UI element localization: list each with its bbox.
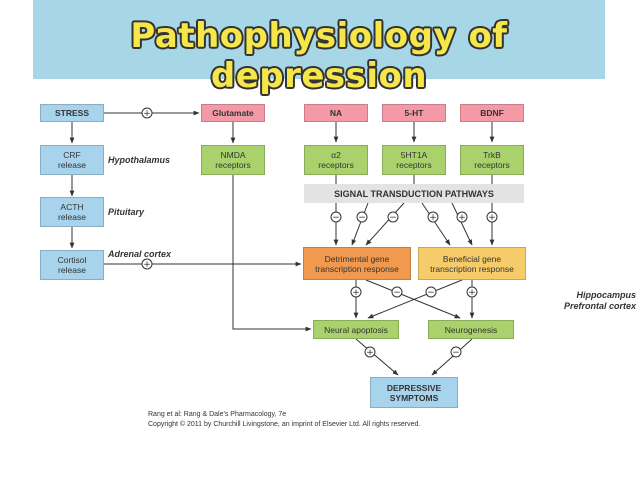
sign-signal-detrimental-2: −	[358, 213, 366, 223]
sign-signal-detrimental-2-circle	[356, 211, 368, 223]
cortisol-release-text: Cortisol release	[57, 255, 87, 275]
sign-detrimental-neurogenesis-circle	[391, 286, 403, 298]
sign-signal-beneficial-1-circle	[427, 211, 439, 223]
sign-cortisol-detrimental-circle	[141, 258, 153, 270]
sign-detrimental-apoptosis-circle	[350, 286, 362, 298]
detrimental-line2: transcription response	[315, 263, 399, 274]
5ht1a-receptors-box: 5HT1A receptors	[382, 145, 446, 175]
sign-signal-beneficial-2-circle	[456, 211, 468, 223]
sign-beneficial-apoptosis: −	[427, 288, 435, 298]
sign-signal-beneficial-2: +	[458, 213, 466, 223]
sign-signal-beneficial-3-circle	[486, 211, 498, 223]
sign-neurogenesis-symptoms: −	[452, 348, 460, 358]
title-banner: Pathophysiology of depression	[33, 0, 605, 96]
trkb-receptor-name: TrkB	[483, 150, 501, 160]
beneficial-line2: transcription response	[430, 263, 514, 274]
arrow-nmda-apoptosis	[232, 175, 312, 332]
acth-release-text: ACTH release	[58, 202, 86, 222]
trkb-receptors-box: TrkB receptors	[460, 145, 524, 175]
citation-source: Rang et al: Rang & Dale's Pharmacology, …	[148, 411, 287, 418]
sign-signal-detrimental-3-circle	[387, 211, 399, 223]
sign-detrimental-apoptosis: +	[352, 288, 360, 298]
depressive-symptoms-box: DEPRESSIVE SYMPTOMS	[370, 377, 458, 408]
sign-beneficial-neurogenesis-circle	[466, 286, 478, 298]
arrow-signal-detrimental-3	[365, 202, 405, 246]
sign-detrimental-neurogenesis: −	[393, 288, 401, 298]
arrow-detrimental-neurogenesis	[365, 279, 461, 319]
arrow-signal-beneficial-2	[451, 202, 473, 246]
sign-signal-detrimental-1: −	[332, 213, 340, 223]
sign-stress-glutamate: +	[143, 109, 151, 119]
stress-box: STRESS	[40, 104, 104, 122]
alpha2-receptors-box: α2 receptors	[304, 145, 368, 175]
sign-signal-beneficial-1: +	[429, 213, 437, 223]
signal-transduction-box: SIGNAL TRANSDUCTION PATHWAYS	[304, 184, 524, 203]
sign-signal-beneficial-3: +	[488, 213, 496, 223]
arrow-beneficial-apoptosis	[367, 279, 463, 319]
beneficial-response-box: Beneficial gene transcription response	[418, 247, 526, 280]
alpha2-receptor-name: α2	[331, 150, 341, 160]
sign-neurogenesis-symptoms-circle	[450, 346, 462, 358]
5ht1a-receptor-word: receptors	[396, 160, 432, 170]
depressive-line1: DEPRESSIVE	[386, 382, 442, 393]
alpha2-receptor-word: receptors	[318, 160, 354, 170]
citation-copyright: Copyright © 2011 by Churchill Livingston…	[148, 421, 421, 428]
detrimental-line1: Detrimental gene	[324, 253, 390, 264]
sign-beneficial-neurogenesis: +	[468, 288, 476, 298]
brain-region-label: Hippocampus Prefrontal cortex	[518, 290, 636, 312]
hippocampus-label: Hippocampus	[576, 290, 636, 300]
sign-signal-detrimental-1-circle	[330, 211, 342, 223]
5ht-box: 5-HT	[382, 104, 446, 122]
sign-beneficial-apoptosis-circle	[425, 286, 437, 298]
sign-stress-glutamate-circle	[141, 107, 153, 119]
arrow-signal-detrimental-2	[351, 202, 369, 246]
5ht1a-receptor-name: 5HT1A	[400, 150, 428, 160]
beneficial-line1: Beneficial gene	[442, 253, 502, 264]
sign-cortisol-detrimental: +	[143, 260, 151, 270]
arrow-apoptosis-symptoms	[355, 338, 399, 376]
trkb-receptor-word: receptors	[474, 160, 510, 170]
cortisol-release-box: Cortisol release	[40, 250, 104, 280]
nmda-receptors-box: NMDA receptors	[201, 145, 265, 175]
sign-markers: + + − − − + + + + − − + + −	[141, 107, 498, 358]
hypothalamus-label: Hypothalamus	[108, 155, 171, 165]
depressive-line2: SYMPTOMS	[389, 392, 439, 403]
sign-apoptosis-symptoms-circle	[364, 346, 376, 358]
nmda-receptors-text: NMDA receptors	[215, 150, 251, 170]
prefrontal-cortex-label: Prefrontal cortex	[563, 301, 636, 311]
acth-release-box: ACTH release	[40, 197, 104, 227]
sign-apoptosis-symptoms: +	[366, 348, 374, 358]
sign-signal-detrimental-3: −	[389, 213, 397, 223]
page-title: Pathophysiology of depression	[130, 16, 508, 96]
bdnf-box: BDNF	[460, 104, 524, 122]
adrenal-cortex-label: Adrenal cortex	[108, 249, 172, 259]
arrow-neurogenesis-symptoms	[431, 338, 473, 376]
na-box: NA	[304, 104, 368, 122]
crf-release-box: CRF release	[40, 145, 104, 175]
crf-release-text: CRF release	[58, 150, 86, 170]
neurogenesis-box: Neurogenesis	[428, 320, 514, 339]
pituitary-label: Pituitary	[108, 207, 145, 217]
detrimental-response-box: Detrimental gene transcription response	[303, 247, 411, 280]
neural-apoptosis-box: Neural apoptosis	[313, 320, 399, 339]
glutamate-box: Glutamate	[201, 104, 265, 122]
arrow-signal-beneficial-1	[421, 202, 451, 246]
